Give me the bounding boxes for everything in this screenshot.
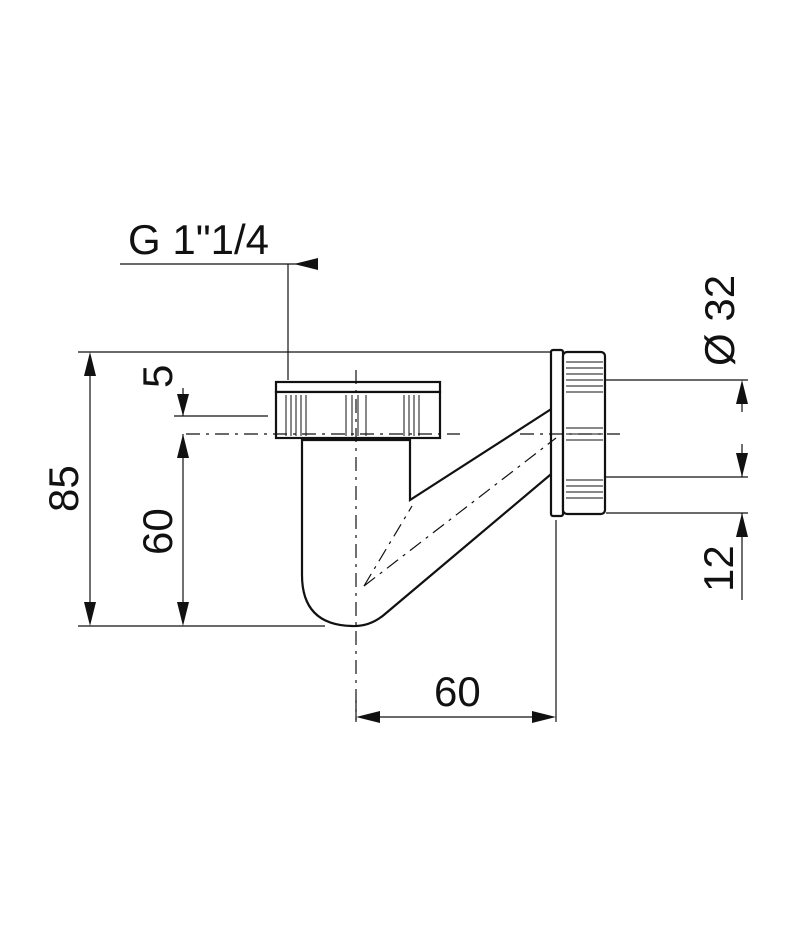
dimension-60-horizontal xyxy=(356,711,556,723)
siphon-body xyxy=(300,403,558,628)
dimension-60-vertical xyxy=(177,434,189,626)
dimension-85-label: 85 xyxy=(40,465,87,512)
top-nut-cap xyxy=(274,380,442,394)
right-nut xyxy=(549,348,607,518)
dimension-5 xyxy=(177,388,189,440)
dimension-diameter xyxy=(736,380,748,477)
dimension-5-label: 5 xyxy=(134,365,181,388)
dimension-12 xyxy=(736,513,748,600)
dimension-12-label: 12 xyxy=(695,545,742,592)
center-lines xyxy=(186,370,620,720)
right-nut-body xyxy=(561,350,607,516)
dimension-60-vertical-label: 60 xyxy=(134,508,181,555)
top-nut-ribs xyxy=(285,395,420,436)
diameter-label: Ø 32 xyxy=(696,275,743,366)
right-nut-ribs xyxy=(566,361,603,499)
pipe-outline xyxy=(300,403,558,628)
top-nut xyxy=(274,380,442,440)
dimension-thread xyxy=(294,258,318,270)
dimension-85 xyxy=(84,352,96,626)
dimension-60-horizontal-label: 60 xyxy=(434,668,481,715)
right-nut-flange xyxy=(549,348,565,518)
extension-lines xyxy=(78,263,748,722)
thread-size-label: G 1"1/4 xyxy=(128,216,269,263)
